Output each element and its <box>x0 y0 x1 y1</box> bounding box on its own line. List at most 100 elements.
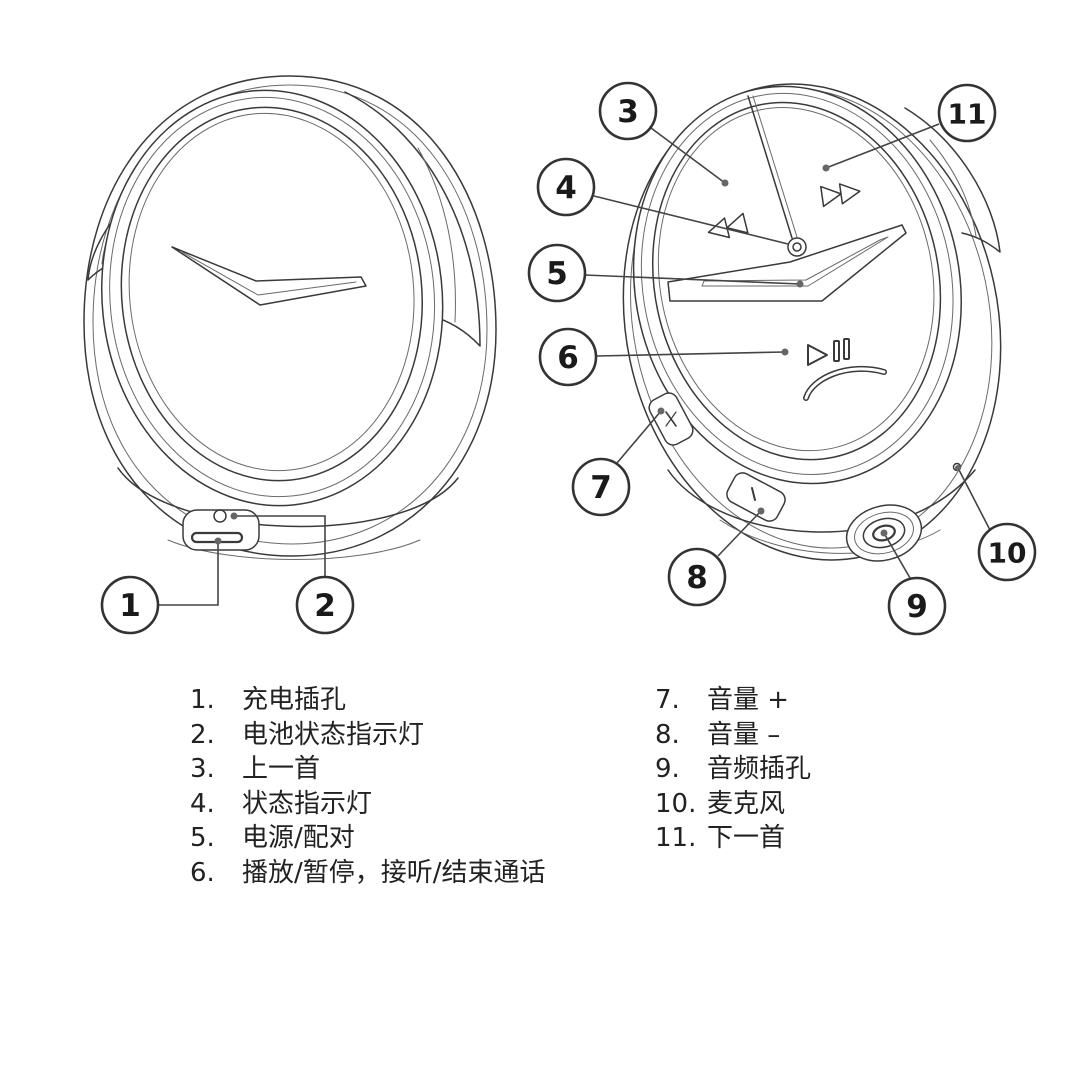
leader-dot-2 <box>230 512 238 520</box>
earcup-diagram: 1 2 3 4 5 6 7 8 9 10 11 <box>83 75 1037 636</box>
left-logo-chevron <box>171 246 367 306</box>
left-logo-chevron-inner <box>181 251 357 296</box>
left-earcup <box>83 75 497 560</box>
leader-dot-5 <box>796 280 804 288</box>
callout-number: 7 <box>590 470 612 506</box>
leader-dot-7 <box>657 407 665 415</box>
legend-item: 1. 充电插孔 <box>190 683 546 718</box>
legend-label: 上一首 <box>242 754 321 785</box>
leader-dot-6 <box>781 348 789 356</box>
legend-item: 7. 音量 + <box>655 683 811 718</box>
leader-8 <box>717 510 762 557</box>
volume-down-button <box>726 472 786 522</box>
legend-left-column: 1. 充电插孔 2.电池状态指示灯 3. 上一首 4. 状态指示灯 5.电源/配对 6… <box>190 683 546 891</box>
legend-item: 3. 上一首 <box>190 752 546 787</box>
power-pairing-bar-slot <box>701 236 889 287</box>
callout-leaders <box>158 123 991 606</box>
legend-number: 11. <box>655 823 697 854</box>
callout-badge-8: 8 <box>667 547 727 607</box>
legend-item: 10.麦克风 <box>655 787 811 822</box>
legend-label: 电源/配对 <box>242 823 355 854</box>
callout-badge-7: 7 <box>571 457 631 517</box>
leader-1 <box>158 541 219 606</box>
plate-divider <box>747 95 793 239</box>
legend-item: 8. 音量 – <box>655 718 811 753</box>
leader-dot-11 <box>822 164 830 172</box>
volume-down-icon <box>751 487 756 501</box>
callout-badge-4: 4 <box>536 157 596 217</box>
callout-number: 3 <box>617 94 639 130</box>
callout-number: 1 <box>119 588 141 624</box>
volume-up-icon <box>665 411 677 427</box>
legend-number: 2. <box>190 719 215 750</box>
leader-5 <box>584 274 801 285</box>
legend-item: 9. 音频插孔 <box>655 752 811 787</box>
legend-label: 充电插孔 <box>242 685 347 715</box>
left-base-band <box>117 467 459 528</box>
right-wing-right <box>904 107 1001 253</box>
leader-2 <box>234 515 326 577</box>
leader-4 <box>593 195 789 245</box>
leader-dot-1 <box>214 537 222 545</box>
callout-number: 5 <box>546 256 568 292</box>
right-base-band <box>667 469 976 533</box>
callout-number: 4 <box>555 170 577 206</box>
callout-badge-11: 11 <box>937 83 997 143</box>
legend-label: 下一首 <box>707 823 786 854</box>
callout-number: 10 <box>988 537 1027 570</box>
callout-number: 6 <box>557 340 579 376</box>
callout-badge-5: 5 <box>527 243 587 303</box>
phone-icon <box>803 365 887 401</box>
callout-number: 2 <box>314 588 336 624</box>
legend-number: 1. <box>190 685 215 715</box>
leader-10 <box>957 467 991 531</box>
leader-11 <box>825 123 940 169</box>
callout-number: 11 <box>948 98 987 131</box>
fast-forward-icon <box>820 183 861 208</box>
callout-badge-1: 1 <box>100 575 160 635</box>
plate-divider-shadow <box>752 95 798 238</box>
legend-label: 音量 – <box>707 719 781 750</box>
status-led-core <box>792 242 802 252</box>
legend-number: 6. <box>190 857 215 888</box>
leader-dot-8 <box>757 507 765 515</box>
battery-status-led <box>213 509 227 523</box>
legend-item: 11. 下一首 <box>655 821 811 856</box>
power-pairing-bar <box>667 224 907 302</box>
right-wing-right-inner <box>929 139 977 237</box>
legend-label: 音频插孔 <box>707 754 812 785</box>
callout-number: 9 <box>906 589 928 625</box>
legend-number: 4. <box>190 788 215 819</box>
leader-9 <box>883 532 911 579</box>
legend-label: 播放/暂停，接听/结束通话 <box>242 857 546 888</box>
callout-badge-2: 2 <box>295 575 355 635</box>
legend-number: 3. <box>190 754 215 785</box>
callout-badge-9: 9 <box>887 576 947 636</box>
callout-badge-3: 3 <box>598 81 658 141</box>
legend-number: 7. <box>655 685 680 715</box>
callout-number: 8 <box>686 560 708 596</box>
leader-dot-3 <box>721 179 729 187</box>
legend-label: 状态指示灯 <box>242 788 373 819</box>
status-led <box>787 237 807 257</box>
play-pause-icon <box>807 338 850 366</box>
callout-badge-10: 10 <box>977 522 1037 582</box>
legend-item: 2.电池状态指示灯 <box>190 718 546 753</box>
legend-number: 10. <box>655 788 697 819</box>
legend-item: 4. 状态指示灯 <box>190 787 546 822</box>
rewind-icon <box>707 212 749 239</box>
leader-dot-9 <box>880 529 888 537</box>
legend-item: 6. 播放/暂停，接听/结束通话 <box>190 856 546 891</box>
leader-3 <box>650 127 726 184</box>
leader-6 <box>595 351 786 357</box>
legend-number: 9. <box>655 754 680 785</box>
legend-label: 音量 + <box>707 685 790 715</box>
leader-7 <box>616 410 662 464</box>
legend-right-column: 7. 音量 + 8. 音量 – 9. 音频插孔 10.麦克风 11. 下一首 <box>655 683 811 856</box>
callout-badge-6: 6 <box>538 327 598 387</box>
legend-item: 5.电源/配对 <box>190 821 546 856</box>
left-plate <box>100 89 444 507</box>
left-wing-right-inner <box>417 147 456 323</box>
left-wing-right <box>344 91 481 347</box>
legend-number: 8. <box>655 719 680 750</box>
